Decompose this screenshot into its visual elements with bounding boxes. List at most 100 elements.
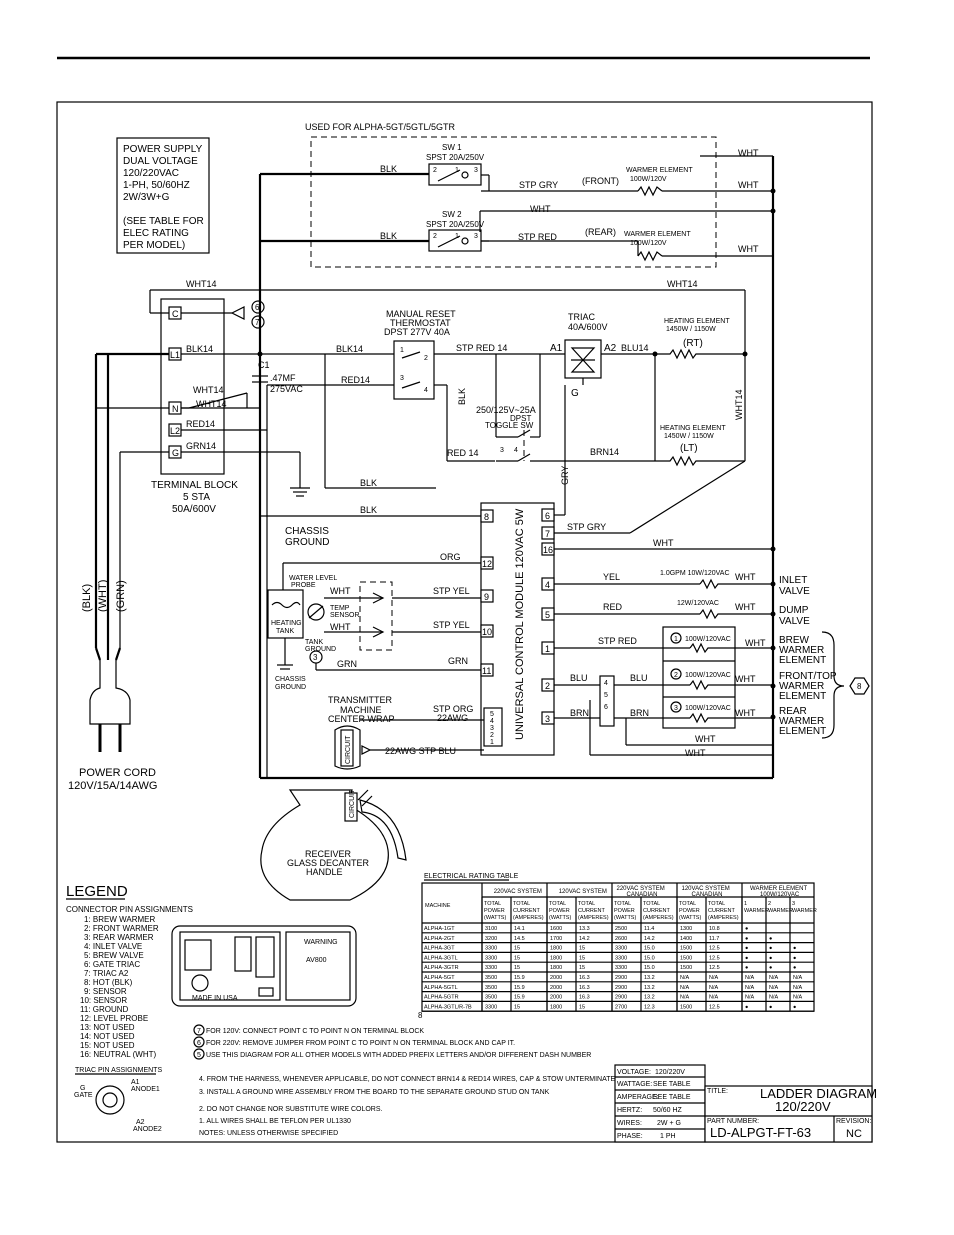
svg-text:SENSOR: SENSOR <box>330 612 360 619</box>
svg-text:(REAR): (REAR) <box>585 227 616 237</box>
svg-text:FOR 220V: REMOVE JUMPER FROM P: FOR 220V: REMOVE JUMPER FROM POINT C TO … <box>206 1040 515 1047</box>
svg-text:7: TRIAC A2: 7: TRIAC A2 <box>84 969 129 978</box>
svg-text:TEMP: TEMP <box>330 605 350 612</box>
svg-text:DPST 277V 40A: DPST 277V 40A <box>384 327 450 337</box>
svg-text:WHT: WHT <box>738 180 759 190</box>
table-cell: 1800 <box>550 946 562 952</box>
svg-text:120/220VAC: 120/220VAC <box>123 168 179 179</box>
svg-text:1: 1 <box>400 347 404 354</box>
table-sub-header: TOTAL <box>484 901 501 907</box>
svg-text:FRONT/TOP: FRONT/TOP <box>779 671 837 682</box>
table-cell: N/A <box>680 985 690 991</box>
table-cell: 1700 <box>550 936 562 942</box>
table-cell: 3300 <box>485 955 497 961</box>
svg-text:PART NUMBER:: PART NUMBER: <box>707 1118 759 1125</box>
svg-text:LD-ALPGT-FT-63: LD-ALPGT-FT-63 <box>710 1125 811 1140</box>
svg-text:BLK: BLK <box>457 388 467 405</box>
svg-text:ORG: ORG <box>440 552 461 562</box>
svg-text:120V/15A/14AWG: 120V/15A/14AWG <box>68 780 157 792</box>
svg-text:275VAC: 275VAC <box>270 384 303 394</box>
svg-text:10: SENSOR: 10: SENSOR <box>80 996 127 1005</box>
table-sub-header: (WATTS) <box>614 915 636 921</box>
svg-text:WARNING: WARNING <box>304 939 338 946</box>
table-cell: 1500 <box>680 946 692 952</box>
svg-text:2: 2 <box>545 681 550 691</box>
svg-text:WHT: WHT <box>330 586 351 596</box>
table-cell: 15 <box>579 946 585 952</box>
svg-text:MADE IN USA: MADE IN USA <box>192 995 238 1002</box>
table-cell: ● <box>793 946 796 952</box>
svg-text:HANDLE: HANDLE <box>306 867 343 877</box>
svg-text:BLK: BLK <box>380 164 397 174</box>
svg-text:ELEMENT: ELEMENT <box>779 691 826 702</box>
svg-text:INLET: INLET <box>779 575 807 586</box>
svg-text:BRN14: BRN14 <box>590 447 619 457</box>
svg-text:BLK: BLK <box>360 478 377 488</box>
svg-text:WARMER: WARMER <box>779 645 824 656</box>
svg-text:100W/120VAC: 100W/120VAC <box>685 705 731 712</box>
svg-text:50/60 HZ: 50/60 HZ <box>653 1107 683 1114</box>
svg-text:BLK14: BLK14 <box>186 344 213 354</box>
svg-text:WARMER ELEMENT: WARMER ELEMENT <box>624 231 691 238</box>
title-block: VOLTAGE:120/220V WATTAGE:SEE TABLE AMPER… <box>614 1064 877 1143</box>
table-cell: N/A <box>745 985 755 991</box>
svg-text:G: G <box>172 448 179 458</box>
svg-text:REAR: REAR <box>779 706 807 717</box>
svg-text:40A/600V: 40A/600V <box>568 322 608 332</box>
svg-text:BLK: BLK <box>380 231 397 241</box>
svg-text:WHT: WHT <box>738 244 759 254</box>
svg-text:CHASSIS: CHASSIS <box>285 526 329 537</box>
svg-text:A1: A1 <box>550 343 563 354</box>
svg-text:WHT: WHT <box>653 538 674 548</box>
table-cell: 14.1 <box>514 926 525 932</box>
table-cell: N/A <box>680 975 690 981</box>
svg-text:(RT): (RT) <box>683 338 703 349</box>
svg-text:100W/120VAC: 100W/120VAC <box>685 636 731 643</box>
svg-text:L1: L1 <box>170 350 180 360</box>
svg-text:C: C <box>172 309 179 319</box>
table-cell: ● <box>745 946 748 952</box>
svg-text:WHT14: WHT14 <box>734 389 744 420</box>
table-cell: N/A <box>745 995 755 1001</box>
triac: TRIAC 40A/600V A1 A2 G <box>550 312 617 399</box>
table-cell: 15.0 <box>644 955 655 961</box>
svg-text:G: G <box>571 388 579 399</box>
svg-text:250/125V~25A: 250/125V~25A <box>476 405 536 415</box>
table-cell: 3300 <box>615 955 627 961</box>
svg-text:WARMER: WARMER <box>779 716 824 727</box>
svg-text:2: 2 <box>433 167 437 174</box>
svg-text:12: 12 <box>482 559 492 569</box>
svg-text:7: 7 <box>255 318 260 327</box>
svg-text:AV800: AV800 <box>306 957 327 964</box>
table-machine-cell: ALPHA-1GT <box>424 926 455 932</box>
table-cell: 16.3 <box>579 985 590 991</box>
table-sub-header: MACHINE <box>425 903 451 909</box>
svg-text:STP RED: STP RED <box>518 232 557 242</box>
table-machine-cell: ALPHA-3GTL/R-7B <box>424 1004 472 1010</box>
svg-text:120/220V: 120/220V <box>775 1099 831 1114</box>
table-cell: 10.8 <box>709 926 720 932</box>
svg-text:TRIAC PIN ASSIGNMENTS: TRIAC PIN ASSIGNMENTS <box>75 1067 162 1074</box>
transmitter: TRANSMITTER MACHINE CENTER WRAP CIRCUIT <box>328 695 395 770</box>
svg-text:TRANSMITTER: TRANSMITTER <box>328 695 392 705</box>
table-cell: 12.5 <box>709 955 720 961</box>
svg-text:STP YEL: STP YEL <box>433 620 470 630</box>
svg-text:USE THIS DIAGRAM FOR ALL OTHER: USE THIS DIAGRAM FOR ALL OTHER MODELS WI… <box>206 1052 591 1059</box>
svg-text:A1: A1 <box>131 1079 140 1086</box>
table-cell: 15 <box>514 965 520 971</box>
svg-text:MANUAL RESET: MANUAL RESET <box>386 309 456 319</box>
svg-text:4: INLET VALVE: 4: INLET VALVE <box>84 942 142 951</box>
svg-text:GROUND: GROUND <box>285 537 329 548</box>
table-sub-header: POWER <box>614 908 635 914</box>
table-cell: 3500 <box>485 985 497 991</box>
svg-text:WHT: WHT <box>735 602 756 612</box>
svg-text:RED 14: RED 14 <box>447 448 479 458</box>
table-cell: 3300 <box>615 946 627 952</box>
svg-text:1: 1 <box>545 644 550 654</box>
svg-text:BLK14: BLK14 <box>336 344 363 354</box>
svg-text:WHT14: WHT14 <box>667 279 698 289</box>
svg-text:2: 2 <box>674 672 678 679</box>
svg-text:THERMOSTAT: THERMOSTAT <box>390 318 451 328</box>
table-sub-header: TOTAL <box>549 901 566 907</box>
